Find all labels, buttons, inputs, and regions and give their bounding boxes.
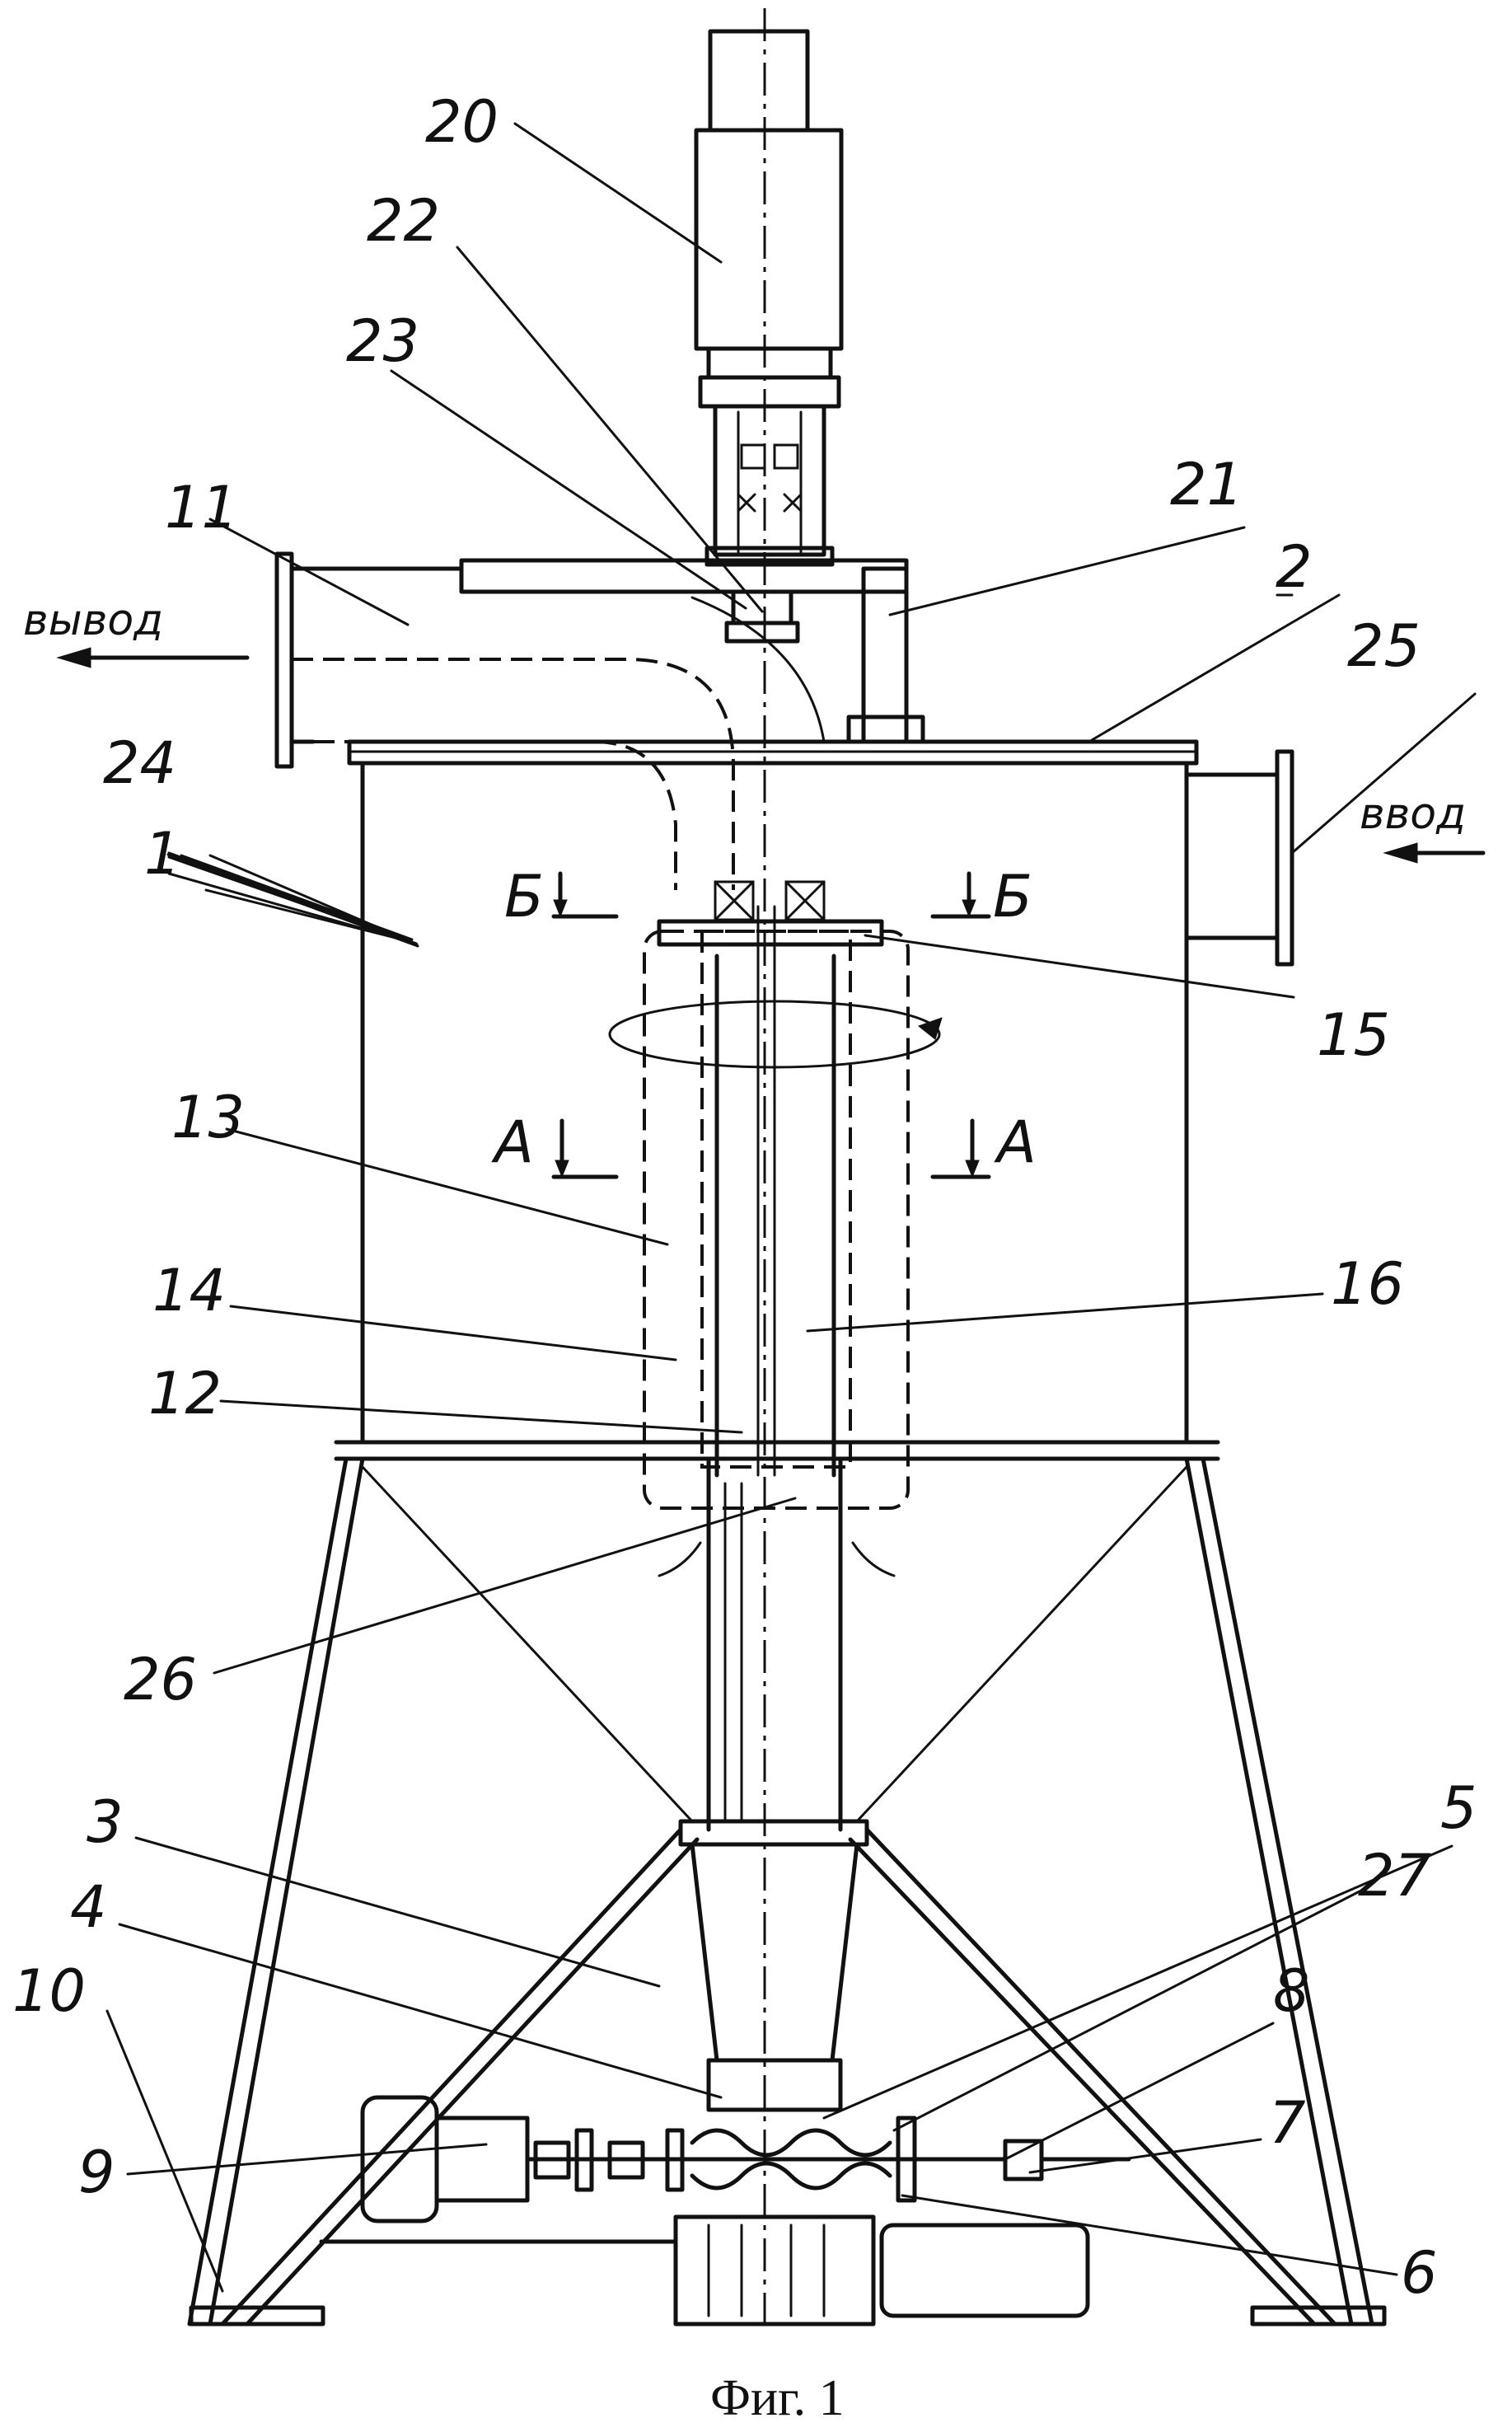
feeder-assembly [321,2060,1129,2324]
motor-20 [696,31,841,565]
inlet-pipe-25 [1187,752,1292,964]
label-12: 12 [148,1360,222,1427]
label-21: 21 [1170,451,1243,518]
label-11: 11 [165,474,238,541]
label-27: 27 [1358,1842,1431,1910]
section-b-right: Б [993,863,1032,930]
label-4: 4 [70,1873,107,1941]
label-14: 14 [152,1257,226,1324]
part-labels: 20 22 23 21 11 2 25 24 1 15 13 16 14 12 … [12,88,1477,2307]
label-13: 13 [171,1084,245,1151]
label-15: 15 [1317,1001,1390,1069]
flow-arrows [58,648,1483,1576]
label-25: 25 [1347,612,1421,680]
label-26: 26 [124,1646,197,1713]
label-20: 20 [425,88,499,156]
rotor-assembly [610,882,942,1508]
section-a-right: А [994,1108,1037,1176]
outlet-word: вывод [23,596,163,645]
label-8: 8 [1273,1957,1310,2025]
support-frame-3 [190,1442,1372,2324]
section-b-left: Б [504,863,544,930]
leader-lines [107,124,1475,2291]
label-3: 3 [87,1788,124,1856]
inlet-word: ввод [1360,790,1466,839]
label-24: 24 [103,729,176,797]
label-2: 2 [1276,533,1313,601]
label-10: 10 [12,1957,86,2025]
figure-caption: Фиг. 1 [710,2370,845,2426]
cover-2 [349,742,1196,763]
drive-bracket-21 [461,560,923,742]
label-6: 6 [1401,2239,1438,2307]
label-7: 7 [1269,2089,1306,2157]
label-9: 9 [78,2139,115,2206]
section-a-left: А [491,1108,534,1176]
label-5: 5 [1440,1774,1477,1842]
label-16: 16 [1331,1250,1404,1318]
label-22: 22 [367,187,440,255]
label-1: 1 [144,820,181,888]
label-23: 23 [346,307,419,375]
